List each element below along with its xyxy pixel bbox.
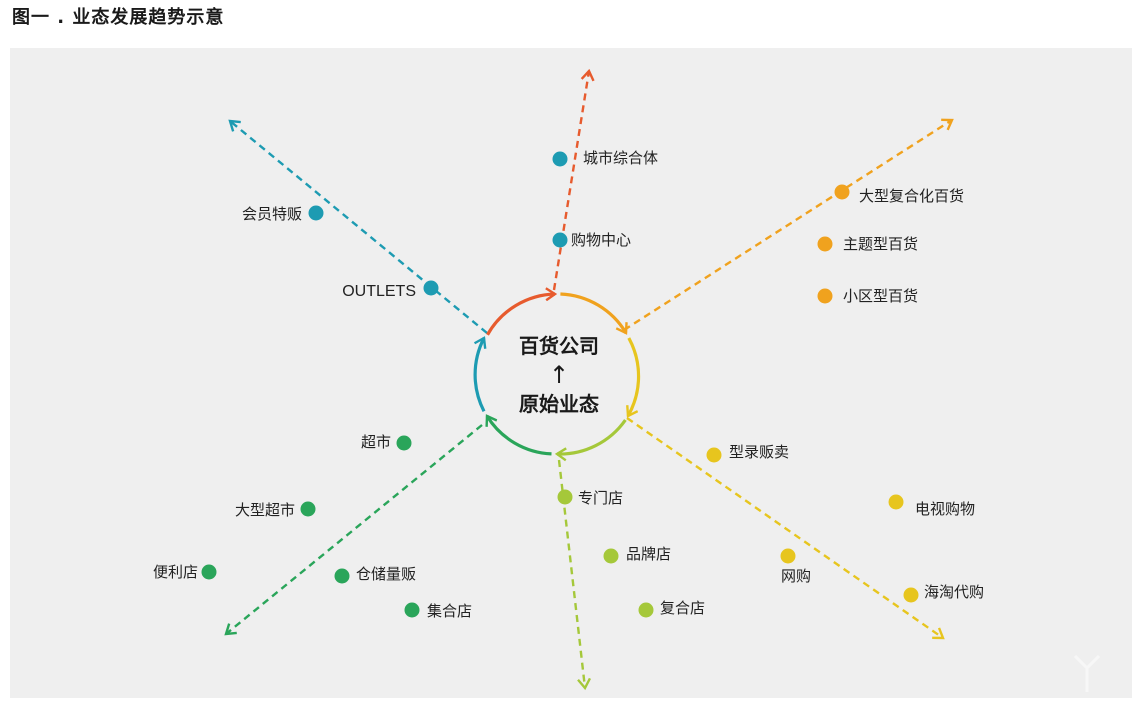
cycle-arc-red bbox=[486, 287, 558, 336]
cycle-arc-yellow bbox=[626, 337, 641, 418]
diagram-panel bbox=[10, 48, 1132, 698]
node-label: OUTLETS bbox=[342, 283, 416, 300]
node-dot bbox=[201, 564, 217, 580]
node-label: 主题型百货 bbox=[843, 235, 918, 253]
node-dot bbox=[396, 435, 412, 451]
node-label: 大型复合化百货 bbox=[859, 187, 964, 205]
node-dot bbox=[834, 184, 850, 200]
node-dot bbox=[603, 548, 619, 564]
node-label: 会员特贩 bbox=[242, 205, 302, 223]
node-label: 购物中心 bbox=[571, 231, 631, 249]
node-dot bbox=[423, 280, 439, 296]
node-label: 城市综合体 bbox=[583, 149, 658, 167]
node-dot bbox=[638, 602, 654, 618]
node-dot bbox=[817, 236, 833, 252]
node-label: 专门店 bbox=[578, 489, 623, 507]
yellow-branch-arrow bbox=[626, 417, 945, 640]
node-dot bbox=[404, 602, 420, 618]
cycle-arc-orange bbox=[560, 292, 628, 335]
figure-title: 图一 . 业态发展趋势示意 bbox=[12, 7, 225, 28]
node-label: 型录贩卖 bbox=[729, 443, 789, 461]
node-dot bbox=[903, 587, 919, 603]
watermark-logo bbox=[1073, 654, 1101, 692]
node-dot bbox=[557, 489, 573, 505]
cycle-arc-lime bbox=[554, 419, 627, 462]
node-dot bbox=[888, 494, 904, 510]
node-label: 电视购物 bbox=[915, 500, 975, 518]
node-label: 超市 bbox=[361, 433, 391, 451]
node-label: 便利店 bbox=[153, 563, 198, 581]
node-dot bbox=[817, 288, 833, 304]
cycle-arc-green bbox=[485, 414, 552, 456]
center-top-label: 百货公司 bbox=[519, 334, 599, 358]
node-dot bbox=[334, 568, 350, 584]
node-dot bbox=[780, 548, 796, 564]
node-label: 海淘代购 bbox=[924, 583, 984, 601]
center-arrow: ↑ bbox=[549, 361, 569, 389]
node-label: 大型超市 bbox=[235, 501, 295, 519]
node-dot bbox=[552, 151, 568, 167]
center-bottom-label: 原始业态 bbox=[519, 392, 599, 416]
node-label: 仓储量贩 bbox=[356, 565, 416, 583]
node-label: 集合店 bbox=[427, 602, 472, 620]
node-label: 小区型百货 bbox=[843, 287, 918, 305]
node-label: 复合店 bbox=[660, 599, 705, 617]
teal-branch-arrow bbox=[228, 119, 488, 334]
node-dot bbox=[552, 232, 568, 248]
node-dot bbox=[706, 447, 722, 463]
red-branch-arrow bbox=[552, 68, 595, 291]
cycle-arc-teal bbox=[473, 336, 487, 413]
node-dot bbox=[308, 205, 324, 221]
node-label: 网购 bbox=[781, 567, 811, 585]
node-label: 品牌店 bbox=[626, 545, 671, 563]
orange-branch-arrow bbox=[623, 118, 954, 332]
node-dot bbox=[300, 501, 316, 517]
